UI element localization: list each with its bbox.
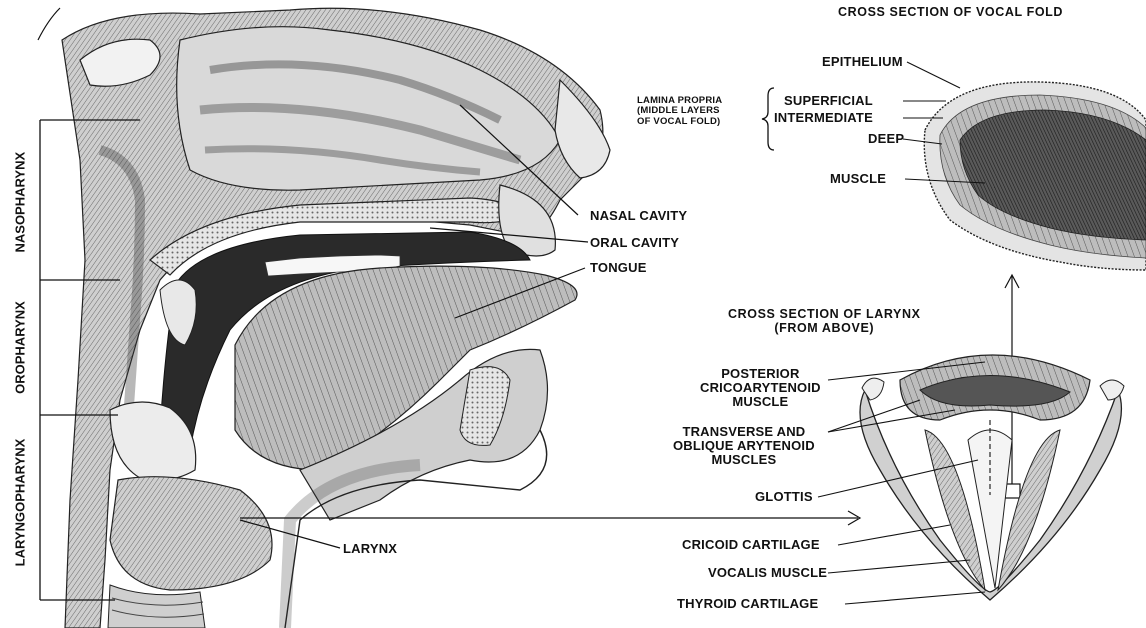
label-nasal-cavity: NASAL CAVITY	[590, 209, 687, 223]
label-thyroid-cartilage: THYROID CARTILAGE	[677, 597, 818, 611]
label-arytenoid-muscles: TRANSVERSE AND OBLIQUE ARYTENOID MUSCLES	[673, 425, 815, 467]
label-muscle: MUSCLE	[830, 172, 886, 186]
vocal-fold-illustration	[924, 82, 1146, 270]
lamina-propria-brace	[762, 88, 774, 150]
label-intermediate: INTERMEDIATE	[774, 111, 873, 125]
label-tongue: TONGUE	[590, 261, 647, 275]
vocal-fold-section-title: CROSS SECTION OF VOCAL FOLD	[838, 6, 1063, 20]
label-vocalis-muscle: VOCALIS MUSCLE	[708, 566, 827, 580]
label-larynx: LARYNX	[343, 542, 397, 556]
region-label-laryngopharynx: LARYNGOPHARYNX	[13, 438, 28, 568]
larynx-section-illustration	[860, 355, 1124, 600]
label-glottis: GLOTTIS	[755, 490, 813, 504]
larynx-section-title: CROSS SECTION OF LARYNX (FROM ABOVE)	[728, 308, 921, 335]
label-posterior-cricoarytenoid: POSTERIOR CRICOARYTENOID MUSCLE	[700, 367, 821, 409]
label-deep: DEEP	[868, 132, 904, 146]
region-label-oropharynx: OROPHARYNX	[13, 298, 28, 398]
label-epithelium: EPITHELIUM	[822, 55, 903, 69]
sagittal-head-illustration	[38, 8, 610, 628]
label-oral-cavity: ORAL CAVITY	[590, 236, 679, 250]
label-cricoid-cartilage: CRICOID CARTILAGE	[682, 538, 820, 552]
label-superficial: SUPERFICIAL	[784, 94, 873, 108]
label-lamina-propria: LAMINA PROPRIA (MIDDLE LAYERS OF VOCAL F…	[637, 96, 722, 127]
region-label-nasopharynx: NASOPHARYNX	[13, 153, 28, 253]
